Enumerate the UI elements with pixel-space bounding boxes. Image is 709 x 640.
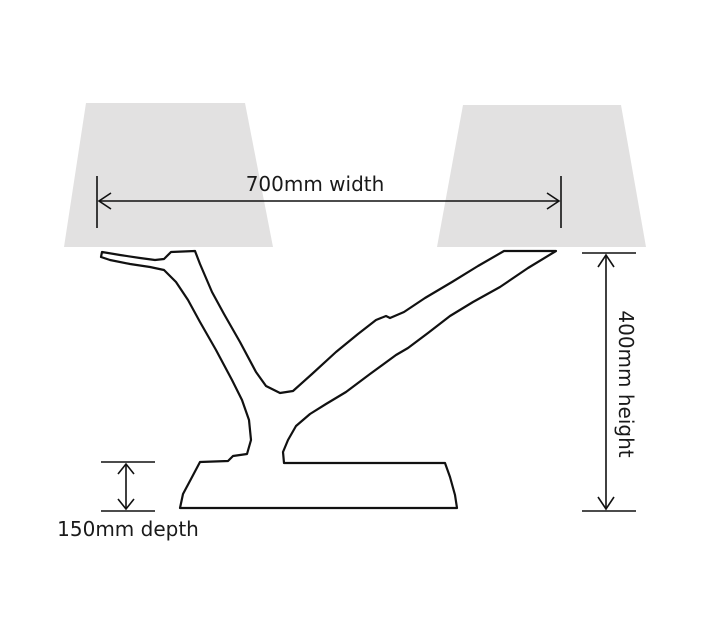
width-label: 700mm width <box>246 172 385 196</box>
right-lamp-shade <box>437 105 646 247</box>
tree-branch-base <box>99 249 558 510</box>
width-dimension <box>96 176 562 228</box>
depth-label: 150mm depth <box>57 517 199 541</box>
height-dimension <box>582 252 636 512</box>
left-lamp-shade <box>64 103 273 247</box>
height-label: 400mm height <box>614 310 638 457</box>
depth-dimension <box>101 461 155 512</box>
